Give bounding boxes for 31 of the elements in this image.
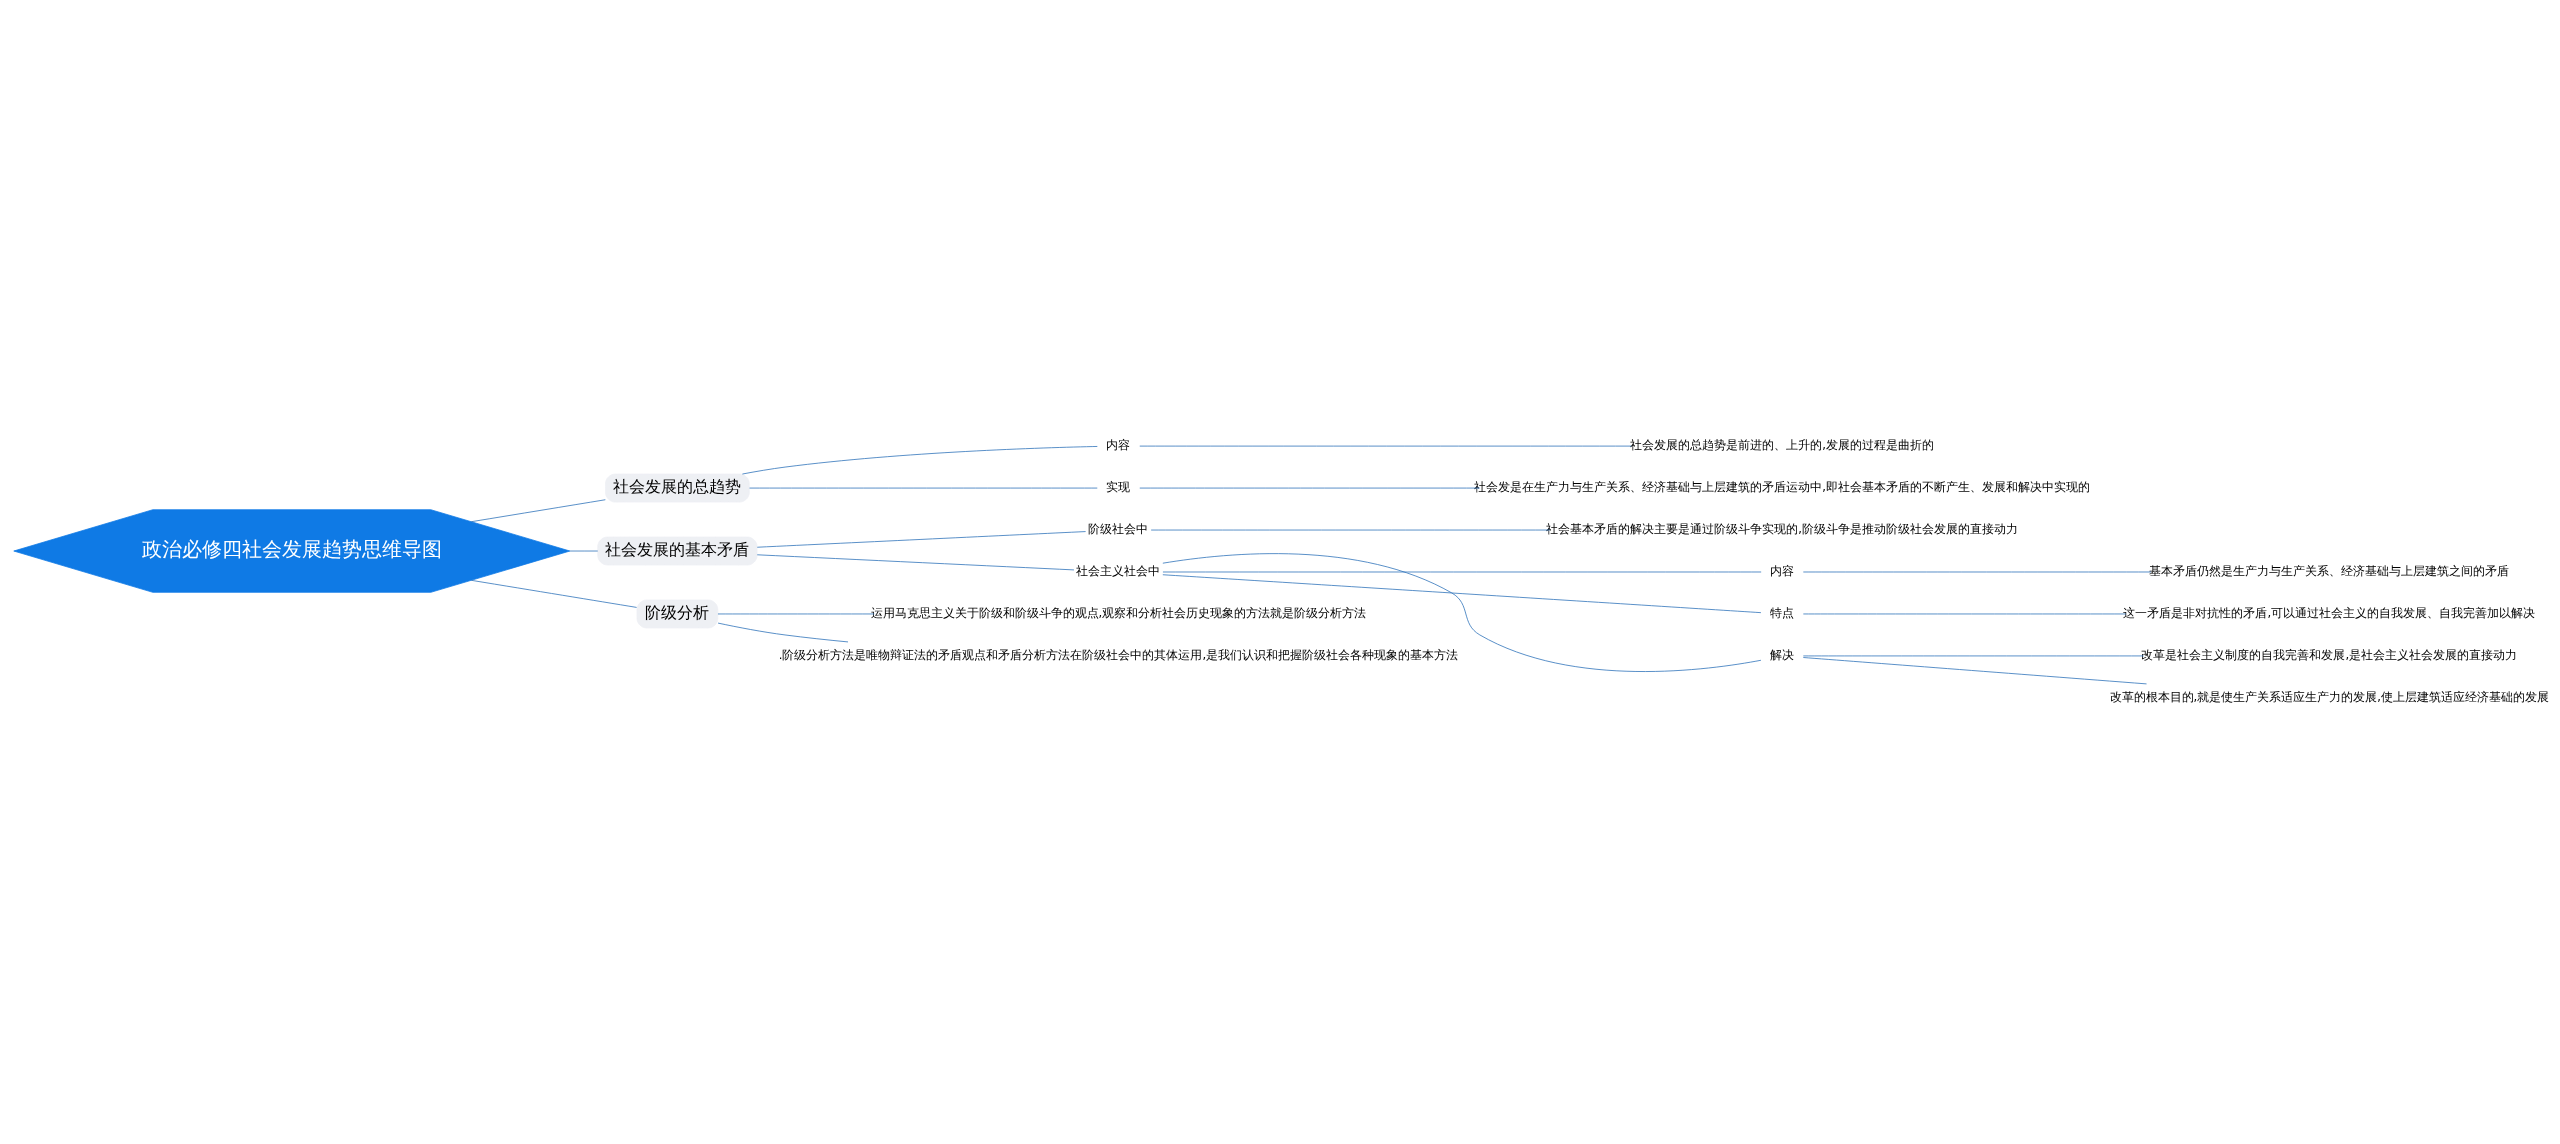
connector <box>569 550 599 552</box>
connector <box>1802 655 2144 657</box>
node-text: 社会发是在生产力与生产关系、经济基础与上层建筑的矛盾运动中,即社会基本矛盾的不断产生、发展和解决中实现的 <box>1474 479 2090 494</box>
node-text: 改革是社会主义制度的自我完善和发展,是社会主义社会发展的直接动力 <box>2141 647 2518 662</box>
connector <box>717 622 849 643</box>
node-text: 解决 <box>1770 647 1795 662</box>
node-text: 特点 <box>1770 605 1795 620</box>
node-text: 内容 <box>1770 563 1795 578</box>
node-text: .阶级分析方法是唯物辩证法的矛盾观点和矛盾分析方法在阶级社会中的其体运用,是我们认识和把握阶级社会各种现象的基本方法 <box>778 647 1459 662</box>
node-text: 社会基本矛盾的解决主要是通过阶级斗争实现的,阶级斗争是推动阶级社会发展的直接动力 <box>1546 521 2018 536</box>
connector <box>1162 571 1762 573</box>
node-text: 内容 <box>1106 437 1131 452</box>
connector <box>742 446 1098 475</box>
node-text: 改革的根本目的,就是使生产关系适应生产力的发展,使上层建筑适应经济基础的发展 <box>2109 689 2549 704</box>
node-text: 社会主义社会中 <box>1076 563 1161 578</box>
connector <box>471 579 637 608</box>
node-box: 社会发展的基本矛盾 <box>597 536 758 566</box>
node-text: 基本矛盾仍然是生产力与生产关系、经济基础与上层建筑之间的矛盾 <box>2149 563 2510 578</box>
node-text: 这一矛盾是非对抗性的矛盾,可以通过社会主义的自我发展、自我完善加以解决 <box>2123 605 2536 620</box>
node-box: 社会发展的总趋势 <box>605 473 750 503</box>
connector <box>1162 574 1762 614</box>
connector <box>1162 553 1762 672</box>
connector <box>756 531 1086 548</box>
node-text: 阶级社会中 <box>1088 521 1149 536</box>
connector <box>756 554 1075 571</box>
connector <box>1802 657 2147 685</box>
node-text: 实现 <box>1106 479 1131 494</box>
connector <box>471 499 606 523</box>
node-text: 社会发展的总趋势是前进的、上升的,发展的过程是曲折的 <box>1630 437 1934 452</box>
node-text: 运用马克思主义关于阶级和阶级斗争的观点,观察和分析社会历史现象的方法就是阶级分析方法 <box>870 605 1367 620</box>
node-box: 阶级分析 <box>636 599 719 629</box>
